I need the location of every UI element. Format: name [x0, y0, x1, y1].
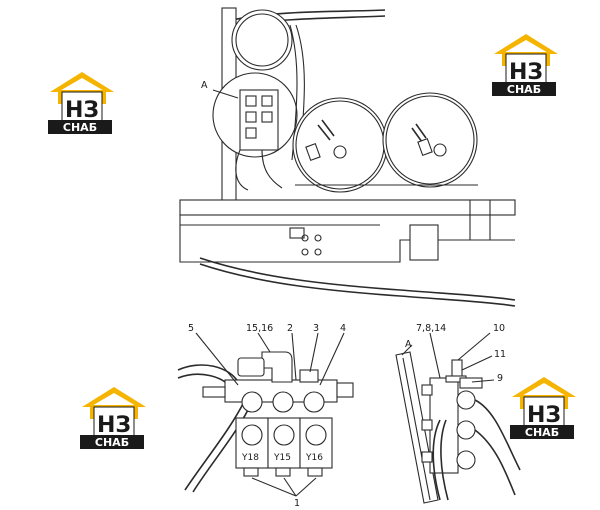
right-tank — [382, 92, 478, 188]
logo-watermark-top-right: НЗ СНАБ — [492, 34, 558, 96]
label-2: 2 — [287, 323, 293, 334]
logo-watermark-bottom-left: НЗ СНАБ — [80, 387, 146, 449]
small-tank — [231, 9, 293, 71]
logo-watermark-left: НЗ СНАБ — [48, 72, 114, 134]
svg-text:СНАБ: СНАБ — [525, 426, 559, 439]
label-9: 9 — [497, 373, 503, 384]
solenoid-y18 — [235, 417, 269, 469]
valve-detail-left — [177, 332, 354, 497]
solenoid-y16 — [299, 417, 333, 469]
label-15-16: 15,16 — [246, 323, 273, 334]
top-assembly — [179, 7, 516, 307]
elbow-fitting — [261, 351, 293, 383]
label-11: 11 — [494, 349, 506, 360]
label-7-8-14: 7,8,14 — [416, 323, 446, 334]
label-A-right: A — [405, 339, 412, 350]
label-5: 5 — [188, 323, 194, 334]
middle-tank — [292, 97, 388, 193]
chassis-beam-top — [179, 199, 516, 216]
svg-text:СНАБ: СНАБ — [507, 83, 541, 96]
label-Y18: Y18 — [241, 453, 259, 463]
svg-text:СНАБ: СНАБ — [63, 121, 97, 134]
svg-text:СНАБ: СНАБ — [95, 436, 129, 449]
valve-detail-right — [395, 332, 521, 504]
label-1: 1 — [294, 498, 300, 509]
svg-text:НЗ: НЗ — [65, 98, 99, 123]
label-4: 4 — [340, 323, 346, 334]
svg-text:НЗ: НЗ — [97, 413, 131, 438]
logo-watermark-bottom-right: НЗ СНАБ — [510, 377, 576, 439]
label-Y15: Y15 — [273, 453, 291, 463]
mount-plate — [409, 224, 439, 261]
svg-text:НЗ: НЗ — [527, 403, 561, 428]
label-Y16: Y16 — [305, 453, 323, 463]
panel-A — [395, 351, 439, 504]
svg-text:НЗ: НЗ — [509, 60, 543, 85]
label-A-top: A — [201, 80, 208, 91]
label-3: 3 — [313, 323, 319, 334]
label-10: 10 — [493, 323, 505, 334]
solenoid-y15 — [267, 417, 301, 469]
